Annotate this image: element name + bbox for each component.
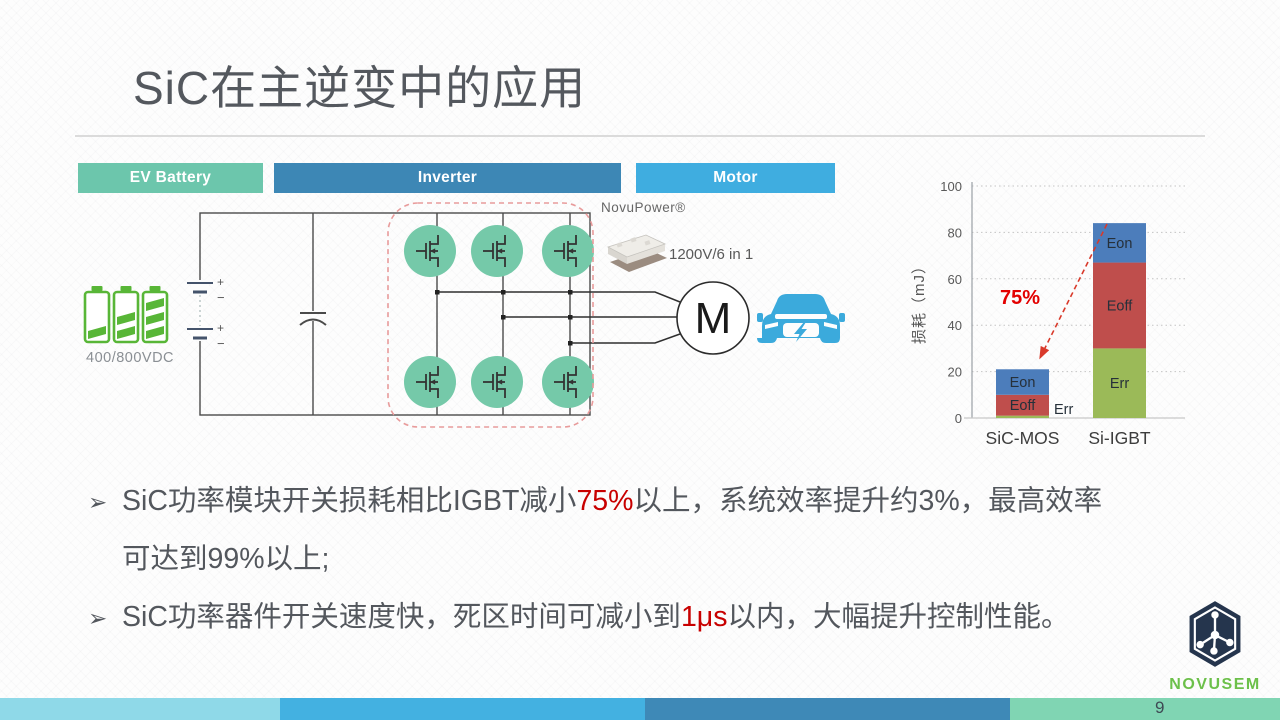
motor-symbol: M — [676, 281, 750, 355]
bar-segment-err — [1093, 348, 1146, 418]
bar-segment-err — [996, 415, 1049, 418]
svg-text:+: + — [217, 321, 224, 335]
bullet-line: 可达到99%以上; — [122, 530, 1238, 588]
title-divider — [75, 135, 1205, 137]
highlight-text: 75% — [576, 485, 634, 517]
page-number: 9 — [1155, 698, 1165, 717]
inverter-circuit-diagram: + − + − — [83, 200, 845, 428]
flow-step-inverter: Inverter — [274, 163, 621, 193]
bullet-text: SiC功率器件开关速度快，死区时间可减小到 — [122, 601, 681, 633]
novupower-module: NovuPower® 1200V/6 in 1 — [601, 200, 753, 272]
bullet-item: ➢ SiC功率器件开关速度快，死区时间可减小到1μs以内，大幅提升控制性能。 — [88, 588, 1238, 646]
battery-cell-symbols: + − + − — [187, 275, 225, 351]
y-tick-label: 20 — [948, 365, 962, 380]
segment-label: Err — [1054, 402, 1074, 418]
footer-segment-3 — [645, 698, 1010, 720]
y-tick-label: 0 — [955, 411, 962, 426]
bullet-arrow-marker: ➢ — [88, 489, 108, 515]
highlight-text: 1μs — [680, 601, 728, 633]
mosfet-switches — [404, 225, 594, 408]
segment-label: Eon — [1010, 375, 1036, 391]
flow-step-ev-battery-label: EV Battery — [129, 169, 212, 186]
dc-bus-wires — [199, 212, 591, 416]
loss-comparison-chart: 020406080100损耗（mJ）ErrEoffEonSiC-MOSErrEo… — [911, 179, 1185, 448]
bullet-text: 以内，大幅提升控制性能。 — [727, 601, 1070, 633]
flow-step-motor-label: Motor — [713, 169, 758, 186]
segment-label: Eoff — [1107, 298, 1134, 314]
bullet-text: SiC功率模块开关损耗相比IGBT减小 — [122, 485, 577, 517]
ev-car-icon — [757, 294, 845, 343]
module-spec-label: 1200V/6 in 1 — [669, 246, 753, 263]
ev-battery-icon: 400/800VDC — [83, 286, 174, 366]
page-title: SiC在主逆变中的应用 — [133, 62, 587, 114]
segment-label: Eoff — [1010, 398, 1037, 414]
footer-segment-4 — [1010, 698, 1280, 720]
y-tick-label: 60 — [948, 272, 962, 287]
power-module-image — [606, 234, 667, 272]
dc-link-capacitor — [299, 213, 327, 415]
bullet-text: 可达到99%以上; — [122, 543, 330, 575]
bullet-line: SiC功率模块开关损耗相比IGBT减小75%以上，系统效率提升约3%，最高效率 — [122, 472, 1238, 530]
flow-step-ev-battery: EV Battery — [78, 163, 263, 193]
lightning-bolt-icon — [794, 322, 807, 342]
y-tick-label: 100 — [940, 179, 962, 194]
svg-text:−: − — [217, 336, 225, 351]
footer-bar — [0, 698, 1280, 720]
svg-text:−: − — [217, 290, 225, 305]
phase-lines — [435, 290, 681, 346]
footer-segment-2 — [280, 698, 645, 720]
bullet-arrow-marker: ➢ — [88, 605, 108, 631]
flow-step-inverter-label: Inverter — [417, 169, 478, 186]
y-tick-label: 40 — [948, 318, 962, 333]
svg-text:+: + — [217, 275, 224, 289]
module-brand-label: NovuPower® — [601, 200, 686, 215]
motor-letter: M — [695, 294, 732, 343]
bullet-line: SiC功率器件开关速度快，死区时间可减小到1μs以内，大幅提升控制性能。 — [122, 588, 1238, 646]
category-label: Si-IGBT — [1088, 428, 1151, 448]
y-tick-label: 80 — [948, 225, 962, 240]
bullet-item: ➢ SiC功率模块开关损耗相比IGBT减小75%以上，系统效率提升约3%，最高效率… — [88, 472, 1238, 588]
novusem-logo-text: NOVUSEM — [1169, 676, 1261, 693]
bar-segment-eoff — [996, 394, 1049, 416]
category-label: SiC-MOS — [986, 428, 1060, 448]
segment-label: Eon — [1107, 236, 1133, 252]
battery-voltage-label: 400/800VDC — [86, 350, 174, 366]
flow-step-motor: Motor — [636, 163, 835, 193]
footer-segment-1 — [0, 698, 280, 720]
novusem-logo-icon — [1189, 601, 1241, 667]
bar-segment-eoff — [1093, 262, 1146, 349]
bullet-list: ➢ SiC功率模块开关损耗相比IGBT减小75%以上，系统效率提升约3%，最高效率… — [88, 472, 1238, 646]
bar-segment-eon — [996, 369, 1049, 395]
y-axis-title: 损耗（mJ） — [911, 258, 928, 344]
reduction-annotation: 75% — [1000, 287, 1040, 309]
power-module-dashed-outline — [387, 202, 594, 428]
segment-label: Err — [1110, 376, 1130, 392]
bar-segment-eon — [1093, 223, 1146, 263]
bullet-text: 以上，系统效率提升约3%，最高效率 — [633, 485, 1103, 517]
